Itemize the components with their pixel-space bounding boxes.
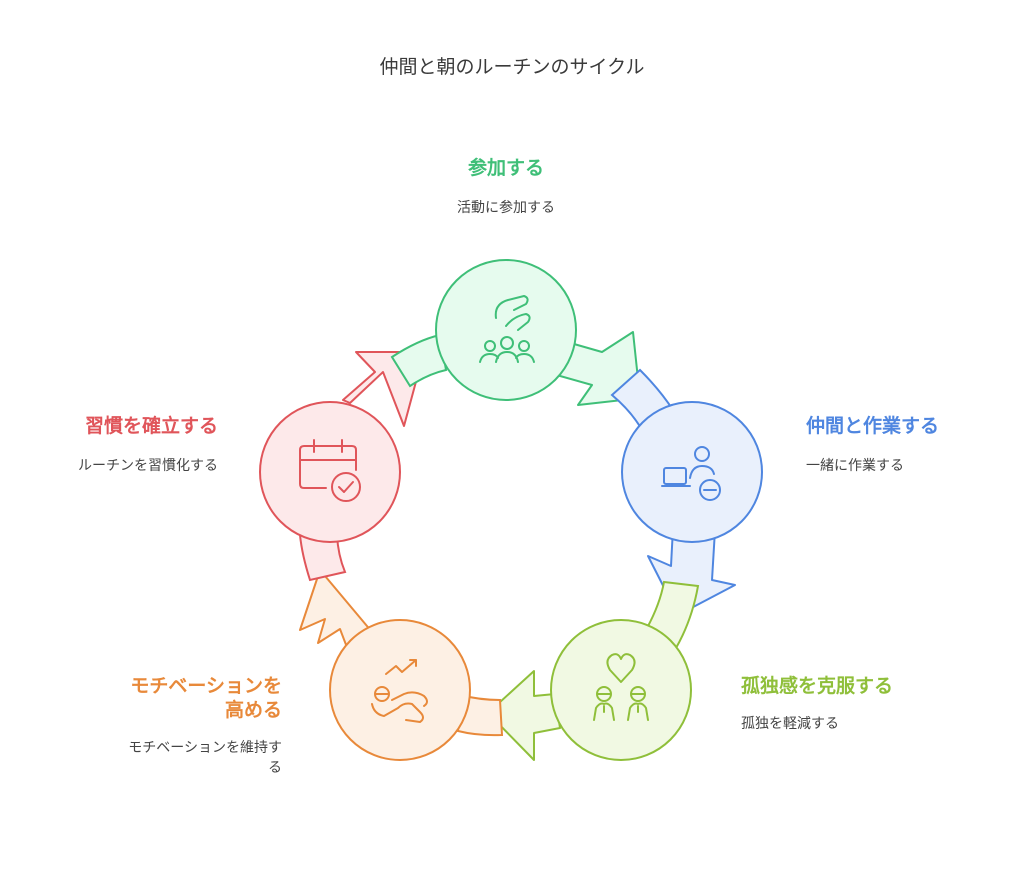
- step4-circle: [329, 619, 471, 761]
- step4-description: モチベーションを維持す る: [64, 738, 282, 778]
- step3-heading: 孤独感を克服する: [741, 675, 894, 697]
- community-hands-icon: [479, 295, 535, 363]
- step1-description: 活動に参加する: [457, 200, 555, 216]
- step5-description: ルーチンを習慣化する: [78, 458, 218, 474]
- step4-heading-line1: モチベーションを: [130, 675, 282, 697]
- step1-circle: [435, 259, 577, 401]
- step4-heading: モチベーションを 高める: [64, 674, 282, 722]
- connector-e: [298, 534, 347, 582]
- step4-heading-line2: 高める: [224, 699, 282, 721]
- people-heart-icon: [593, 653, 649, 721]
- motivation-runner-icon: [371, 659, 428, 723]
- step3-circle: [550, 619, 692, 761]
- diagram-title: 仲間と朝のルーチンのサイクル: [379, 56, 645, 78]
- step5-heading: 習慣を確立する: [84, 415, 218, 437]
- step2-heading: 仲間と作業する: [806, 415, 940, 437]
- step3-description: 孤独を軽減する: [741, 716, 839, 732]
- remote-work-icon: [661, 446, 721, 501]
- step4-description-line1: モチベーションを維持す: [128, 740, 282, 756]
- step4-description-line2: る: [268, 760, 282, 776]
- step2-description: 一緒に作業する: [806, 458, 904, 474]
- connector-a: [390, 333, 448, 388]
- step5-circle: [259, 401, 401, 543]
- calendar-check-icon: [299, 439, 361, 502]
- step1-heading: 参加する: [467, 157, 544, 179]
